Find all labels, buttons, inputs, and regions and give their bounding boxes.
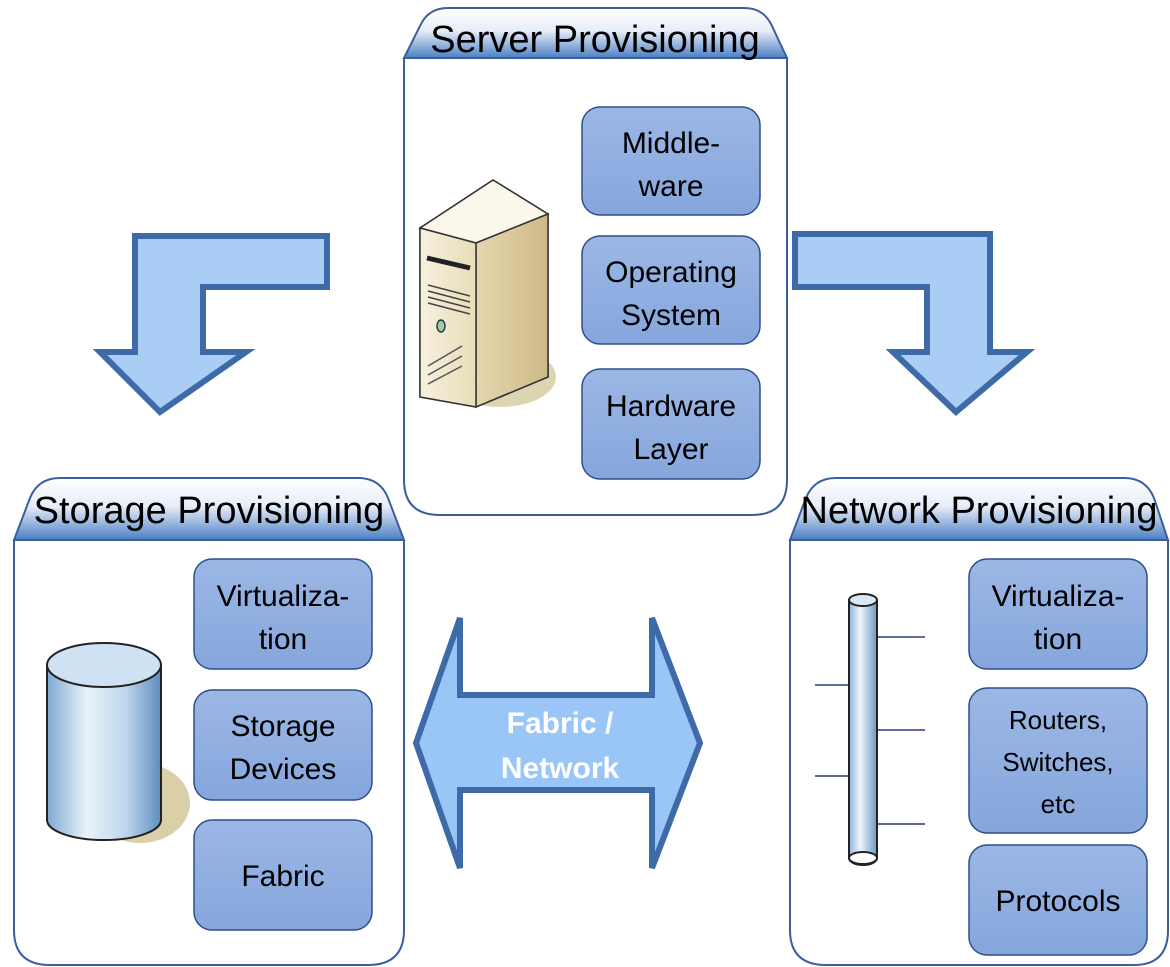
storage-panel-tab [12, 477, 406, 541]
server-box-2-line2: System [621, 299, 721, 332]
storage-box-1-line1: Virtualiza- [217, 580, 350, 613]
network-box-2-line1: Routers, [1009, 705, 1107, 735]
server-box-hardware-layer [581, 368, 761, 480]
server-panel-tab [402, 7, 789, 59]
server-box-1-line1: Middle- [622, 127, 720, 160]
storage-box-fabric [193, 819, 373, 931]
server-tower-icon [418, 179, 556, 409]
network-box-routers-switches [968, 687, 1148, 834]
arrow-server-to-storage [92, 233, 330, 416]
server-box-3-line2: Layer [633, 433, 708, 466]
server-provisioning-panel: Server Provisioning Middle- ware Operati… [402, 7, 789, 516]
storage-box-3-line1: Fabric [241, 860, 324, 893]
network-box-1-line2: tion [1034, 623, 1082, 656]
storage-box-virtualization [193, 558, 373, 670]
fabric-network-double-arrow [412, 616, 704, 870]
storage-box-storage-devices [193, 689, 373, 801]
storage-panel-title: Storage Provisioning [34, 490, 385, 532]
network-panel-title: Network Provisioning [801, 490, 1158, 532]
server-box-3-line1: Hardware [606, 390, 736, 423]
server-box-middleware [581, 106, 761, 216]
storage-box-1-line2: tion [259, 623, 307, 656]
storage-provisioning-panel: Storage Provisioning Virtualiza- tion St… [12, 477, 406, 966]
network-box-protocols [968, 844, 1148, 956]
network-bus-icon [815, 593, 925, 866]
storage-cylinder-icon [46, 642, 190, 843]
network-provisioning-panel: Network Provisioning Virtualiza- tion Ro… [788, 477, 1170, 966]
network-box-1-line1: Virtualiza- [992, 580, 1125, 613]
network-box-2-line3: etc [1041, 789, 1076, 819]
server-box-1-line2: ware [637, 170, 703, 203]
arrow-server-to-network [792, 231, 1036, 417]
network-box-2-line2: Switches, [1002, 747, 1113, 777]
network-panel-tab [788, 477, 1170, 541]
network-box-3-line1: Protocols [995, 885, 1120, 918]
center-arrow-label-line1: Fabric / [507, 707, 614, 740]
network-box-virtualization [968, 558, 1148, 670]
storage-box-2-line2: Devices [230, 753, 337, 786]
server-box-2-line1: Operating [605, 256, 737, 289]
server-panel-title: Server Provisioning [430, 19, 759, 61]
storage-box-2-line1: Storage [230, 710, 335, 743]
server-box-operating-system [581, 235, 761, 345]
center-arrow-label-line2: Network [501, 752, 620, 785]
